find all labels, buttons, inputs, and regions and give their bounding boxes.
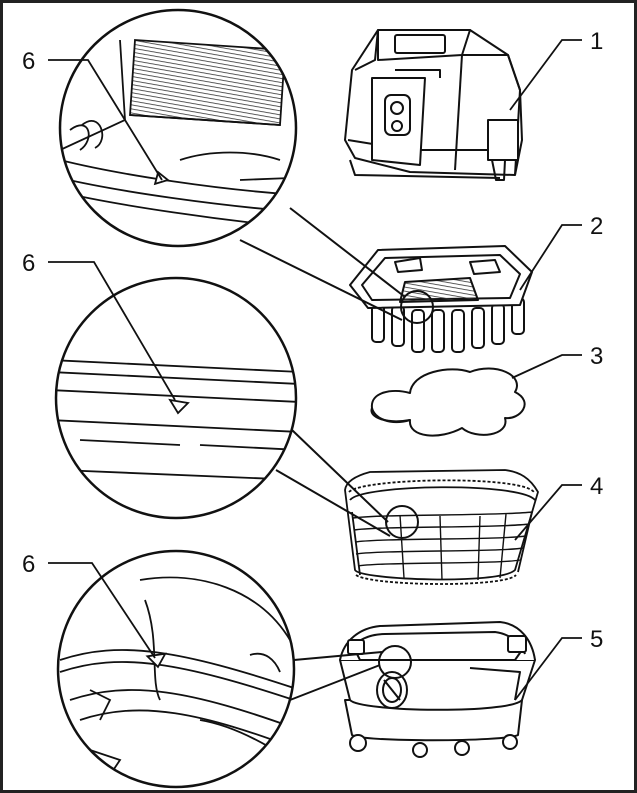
leader-lines — [48, 39, 582, 701]
motor-head — [344, 29, 523, 181]
detail-circle-bag-mark — [54, 276, 298, 520]
filter-bag — [344, 469, 539, 585]
callout-3: 3 — [590, 343, 603, 370]
zoom-connectors — [239, 207, 406, 701]
callout-labels: 1 2 3 4 5 6 6 6 — [22, 28, 603, 653]
detail-circle-filter-mark — [58, 8, 298, 248]
callout-6-top: 6 — [22, 48, 35, 75]
tank — [339, 621, 536, 758]
filter-frame — [349, 245, 533, 353]
sponge-filter — [370, 367, 526, 437]
callout-4: 4 — [590, 473, 603, 500]
callout-6-middle: 6 — [22, 250, 35, 277]
callout-5: 5 — [590, 626, 603, 653]
callout-6-bottom: 6 — [22, 551, 35, 578]
callout-1: 1 — [590, 28, 603, 55]
callout-2: 2 — [590, 213, 603, 240]
